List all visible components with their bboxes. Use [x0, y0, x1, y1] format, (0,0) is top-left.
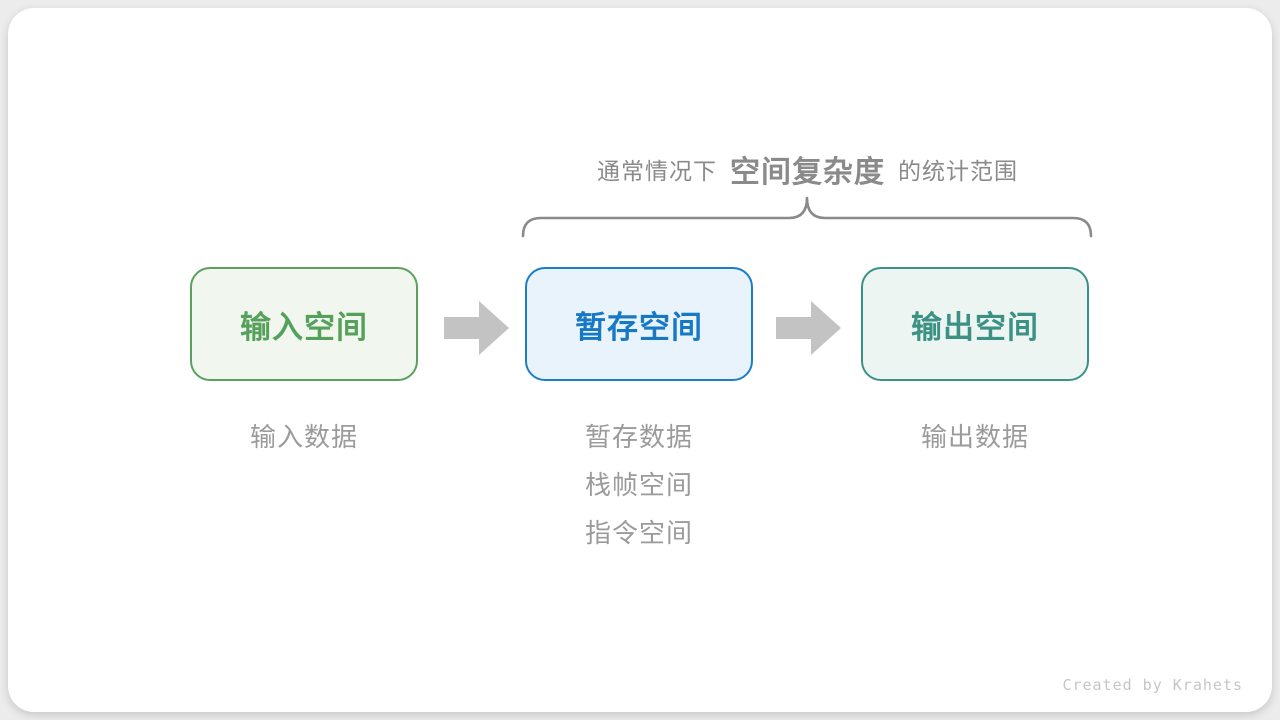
box-input-space-label: 输入空间	[240, 309, 368, 345]
box-input-space: 输入空间	[190, 267, 418, 381]
box-buffer-space: 暂存空间	[525, 267, 753, 381]
note-output-data: 输出数据	[920, 422, 1029, 452]
scope-caption: 通常情况下 空间复杂度 的统计范围	[515, 146, 1100, 192]
arrow-right-icon	[444, 301, 509, 355]
box-output-space-label: 输出空间	[911, 309, 1039, 345]
caption-prefix: 通常情况下	[597, 158, 717, 184]
note-input-data: 输入数据	[249, 422, 358, 452]
box-buffer-space-label: 暂存空间	[575, 309, 703, 345]
credit-text: Created by Krahets	[1062, 676, 1243, 694]
box-output-space: 输出空间	[861, 267, 1089, 381]
arrow-right-icon	[776, 301, 841, 355]
caption-highlight: 空间复杂度	[730, 156, 885, 189]
notes-buffer-list: 暂存数据 栈帧空间 指令空间	[525, 423, 753, 547]
note-buffer-data: 暂存数据	[584, 422, 693, 452]
note-stack-frame-space: 栈帧空间	[584, 470, 693, 500]
diagram-card: 通常情况下 空间复杂度 的统计范围 输入空间 暂存空间 输出空间 输入数据 暂存…	[8, 8, 1272, 712]
note-instruction-space: 指令空间	[584, 518, 693, 548]
curly-brace-icon	[521, 196, 1093, 238]
caption-suffix: 的统计范围	[898, 158, 1018, 184]
